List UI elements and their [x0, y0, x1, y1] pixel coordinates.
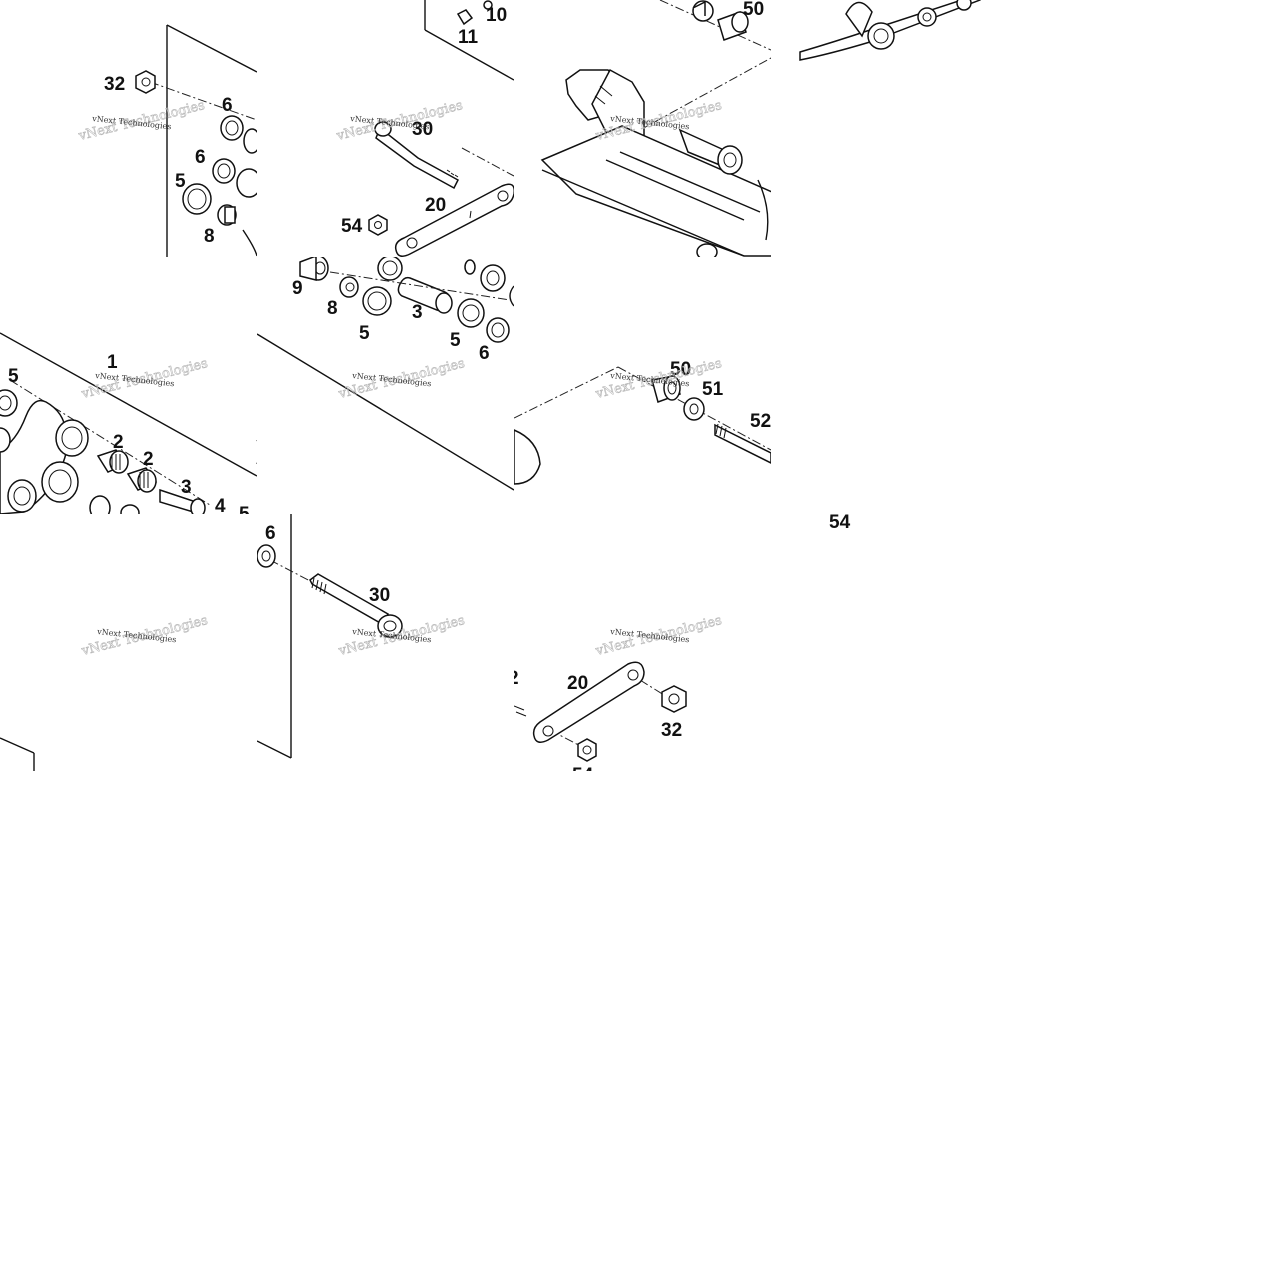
part-label-11: 11 [458, 27, 479, 48]
washer-icon [257, 544, 276, 568]
tile-center-far-left: 1 5 2 2 3 4 5 vNext Technologies vNext T… [0, 332, 257, 525]
part-label-51: 51 [702, 379, 724, 400]
part-label-3: 3 [181, 477, 192, 498]
shaft-icon [714, 423, 771, 464]
part-label-2: 2 [113, 432, 124, 453]
seal-icon [683, 397, 705, 421]
watermark: vNext Technologies vNext Technologies [593, 613, 724, 660]
part-label-3: 3 [412, 302, 423, 323]
seal-icon [339, 276, 359, 298]
watermark: vNext Technologies vNext Technologies [79, 613, 210, 660]
watermark: vNext Technologies vNext Technologies [334, 98, 465, 145]
part-label-5: 5 [175, 171, 186, 192]
frame-bracket-icon [565, 68, 645, 143]
bushing-icon [299, 257, 329, 281]
seal-icon [217, 204, 237, 226]
nut-icon [135, 70, 156, 94]
tile-center: 50 51 52 vNext Technologies vNext Techno… [514, 356, 771, 485]
part-label-1: 1 [107, 352, 118, 373]
tile-upper-center-left: 30 20 54 10 11 vNext Technologies vNext … [334, 0, 514, 257]
tile-lower-center-left: 6 30 vNext Technologies vNext Technologi… [257, 514, 467, 759]
part-label-5: 5 [239, 504, 250, 525]
bushing-icon [480, 264, 506, 292]
part-label-2: 2 [508, 668, 519, 689]
part-label-9: 9 [292, 278, 303, 299]
needle-bearing-icon [96, 449, 129, 474]
part-label-30: 30 [412, 119, 433, 140]
link-arm-icon [532, 661, 645, 743]
spacer-tube-icon [678, 128, 743, 175]
pivot-bolt-icon [309, 573, 403, 638]
watermark: vNext Technologies vNext Technologies [76, 98, 207, 145]
tile-upper-right [799, 0, 981, 61]
part-label-50: 50 [743, 0, 764, 20]
part-label-4: 4 [215, 496, 226, 517]
washer-icon [220, 115, 244, 141]
part-label-54: 54 [572, 765, 594, 786]
linkage-body-icon [0, 399, 89, 514]
part-label-50: 50 [670, 359, 691, 380]
tile-lower-center: 20 32 2 54 vNext Technologies vNext Tech… [508, 613, 724, 786]
tile-upper-center: 50 vNext Technologies vNext Technologies [540, 0, 771, 257]
swingarm-icon [799, 0, 981, 61]
spacer-tube-icon [159, 488, 206, 514]
washer-icon [212, 158, 236, 184]
needle-bearing-icon [377, 257, 403, 281]
washer-icon [0, 389, 18, 417]
part-label-6: 6 [479, 343, 490, 364]
washer-icon [486, 317, 510, 343]
washer-icon [692, 0, 714, 22]
link-arm-icon [394, 183, 514, 257]
part-label-6: 6 [222, 95, 233, 116]
frame-tube-icon [540, 125, 771, 257]
nut-icon [368, 214, 388, 236]
part-label-6: 6 [265, 523, 276, 544]
watermark: vNext Technologies vNext Technologies [336, 356, 467, 403]
spacer-tube-icon [397, 276, 453, 314]
part-label-5: 5 [8, 366, 19, 387]
part-label-2: 2 [143, 449, 154, 470]
part-label-5: 5 [450, 330, 461, 351]
part-label-8: 8 [204, 226, 215, 247]
part-label-54: 54 [341, 216, 363, 237]
part-label-8: 8 [327, 298, 338, 319]
watermark: vNext Technologies vNext Technologies [336, 613, 467, 660]
clip-icon [456, 0, 493, 26]
washer-icon [362, 286, 392, 316]
part-label-10: 10 [486, 5, 507, 26]
tile-center-left: 51 9 8 5 3 5 6 vNext Technologies vNext … [257, 238, 514, 491]
part-label-20: 20 [425, 195, 446, 216]
part-label-20: 20 [567, 673, 588, 694]
pivot-bolt-icon [374, 121, 459, 190]
bushing-icon [651, 375, 681, 403]
part-label-52: 52 [750, 411, 771, 432]
watermark: vNext Technologies vNext Technologies [79, 356, 210, 403]
tile-lower-far-left: vNext Technologies vNext Technologies [0, 613, 210, 771]
bushing-icon [717, 11, 749, 41]
needle-bearing-icon [126, 467, 158, 493]
part-label-51: 51 [454, 238, 476, 259]
nut-icon [661, 685, 687, 713]
washer-icon [457, 298, 485, 328]
part-label-6: 6 [195, 147, 206, 168]
tile-upper-left: 32 6 6 5 8 vNext Technologies vNext Tech… [76, 24, 257, 257]
bushing-icon [182, 183, 212, 215]
part-label-54: 54 [829, 512, 851, 533]
nut-icon [577, 738, 597, 762]
part-label-32: 32 [104, 74, 125, 95]
part-label-5: 5 [359, 323, 370, 344]
part-label-30: 30 [369, 585, 390, 606]
part-label-32: 32 [661, 720, 682, 741]
